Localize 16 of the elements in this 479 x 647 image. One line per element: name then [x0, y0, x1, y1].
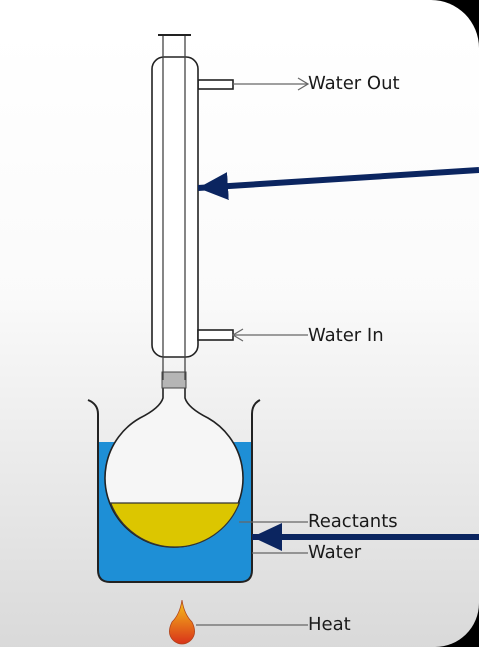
flame-icon — [169, 600, 195, 644]
part-label: Water — [308, 542, 362, 564]
part-label: Heat — [308, 614, 351, 636]
part-label: Water Out — [308, 73, 400, 95]
part-label: Water In — [308, 325, 384, 347]
leader-line — [239, 521, 308, 523]
arrow — [198, 167, 479, 200]
arrow — [252, 523, 479, 551]
leader-line — [232, 328, 308, 342]
leader-line — [252, 552, 308, 554]
leader-line — [233, 77, 309, 91]
condenser-drawing — [151, 56, 199, 358]
leader-line — [196, 624, 308, 626]
outlet-tube — [197, 79, 234, 90]
inlet-tube — [197, 329, 234, 341]
part-label: Reactants — [308, 511, 398, 533]
